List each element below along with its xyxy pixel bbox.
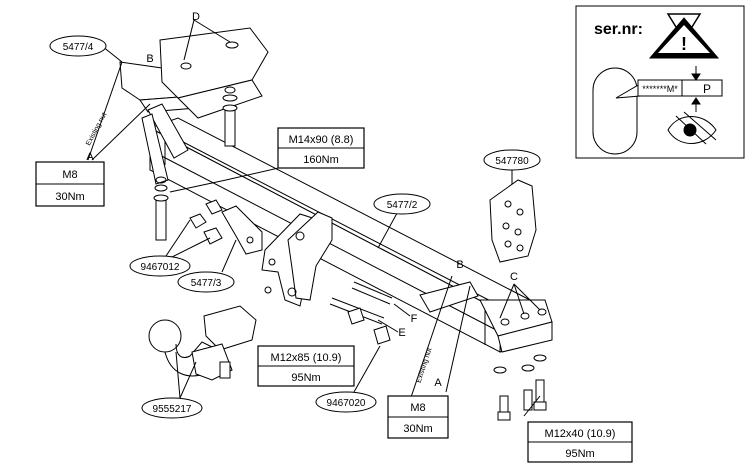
letter-f: F xyxy=(411,313,418,325)
torque-box-m8-right xyxy=(387,395,449,439)
part-label-bubble xyxy=(373,193,431,215)
torque-box-m8-left xyxy=(35,161,105,207)
left-side-bracket xyxy=(119,27,269,185)
serial-number-title: ser.nr: xyxy=(594,21,643,38)
part-label-bubble xyxy=(483,149,541,171)
leader-lines xyxy=(87,19,541,419)
torque-value-m14: 160Nm xyxy=(303,154,338,166)
existing-nut-note-right: Existing nut xyxy=(416,347,434,384)
letter-c: C xyxy=(510,271,518,283)
letter-d: D xyxy=(192,11,200,23)
part-label-bubble xyxy=(141,397,203,419)
part-number-5477-2: 5477/2 xyxy=(387,200,418,211)
letter-a-left: A xyxy=(86,151,94,163)
torque-spec-m12x40: M12x40 (10.9) xyxy=(545,428,616,440)
part-number-5477-3: 5477/3 xyxy=(191,278,222,289)
torque-value-m8-left: 30Nm xyxy=(55,191,84,203)
letter-a-right: A xyxy=(434,377,442,389)
part-number-5477-4: 5477/4 xyxy=(63,42,94,53)
towball-9555217 xyxy=(148,305,257,381)
eye-icon xyxy=(667,111,717,145)
torque-spec-m12x85: M12x85 (10.9) xyxy=(271,352,342,364)
existing-nut-note-left: Existing nut xyxy=(85,112,108,147)
small-bracket-5477-3 xyxy=(221,205,263,255)
letter-b-left: B xyxy=(146,53,153,65)
torque-value-m12x40: 95Nm xyxy=(565,448,594,460)
central-mounting-plates xyxy=(261,211,333,307)
torque-spec-m8-left: M8 xyxy=(62,169,77,181)
right-side-bracket xyxy=(419,281,553,353)
torque-box-m12x40 xyxy=(527,421,633,463)
right-bolts-c xyxy=(493,354,547,421)
part-label-bubble xyxy=(49,35,107,57)
torque-value-m12x85: 95Nm xyxy=(291,372,320,384)
mid-bolts-e-f xyxy=(329,281,393,345)
warning-exclamation: ! xyxy=(681,34,687,54)
serial-number-box xyxy=(575,5,745,159)
electrical-plate-547780 xyxy=(489,179,537,263)
torque-box-m14 xyxy=(277,127,365,169)
left-bolts xyxy=(153,86,238,245)
torque-value-m8-right: 30Nm xyxy=(403,423,432,435)
part-label-bubble xyxy=(315,391,377,413)
serial-plate-text: *******M* xyxy=(642,84,678,94)
part-number-9467012: 9467012 xyxy=(141,262,180,273)
part-number-547780: 547780 xyxy=(495,156,529,167)
serial-plate-letter: P xyxy=(703,82,711,96)
part-label-bubble xyxy=(129,255,191,277)
torque-box-m12x85 xyxy=(257,345,355,387)
part-number-9555217: 9555217 xyxy=(153,404,192,415)
torque-spec-m14: M14x90 (8.8) xyxy=(289,134,354,146)
letter-e: E xyxy=(398,327,405,339)
part-number-9467020: 9467020 xyxy=(327,398,366,409)
part-label-bubble xyxy=(177,271,235,293)
torque-spec-m8-right: M8 xyxy=(410,402,425,414)
letter-b-right: B xyxy=(456,259,463,271)
